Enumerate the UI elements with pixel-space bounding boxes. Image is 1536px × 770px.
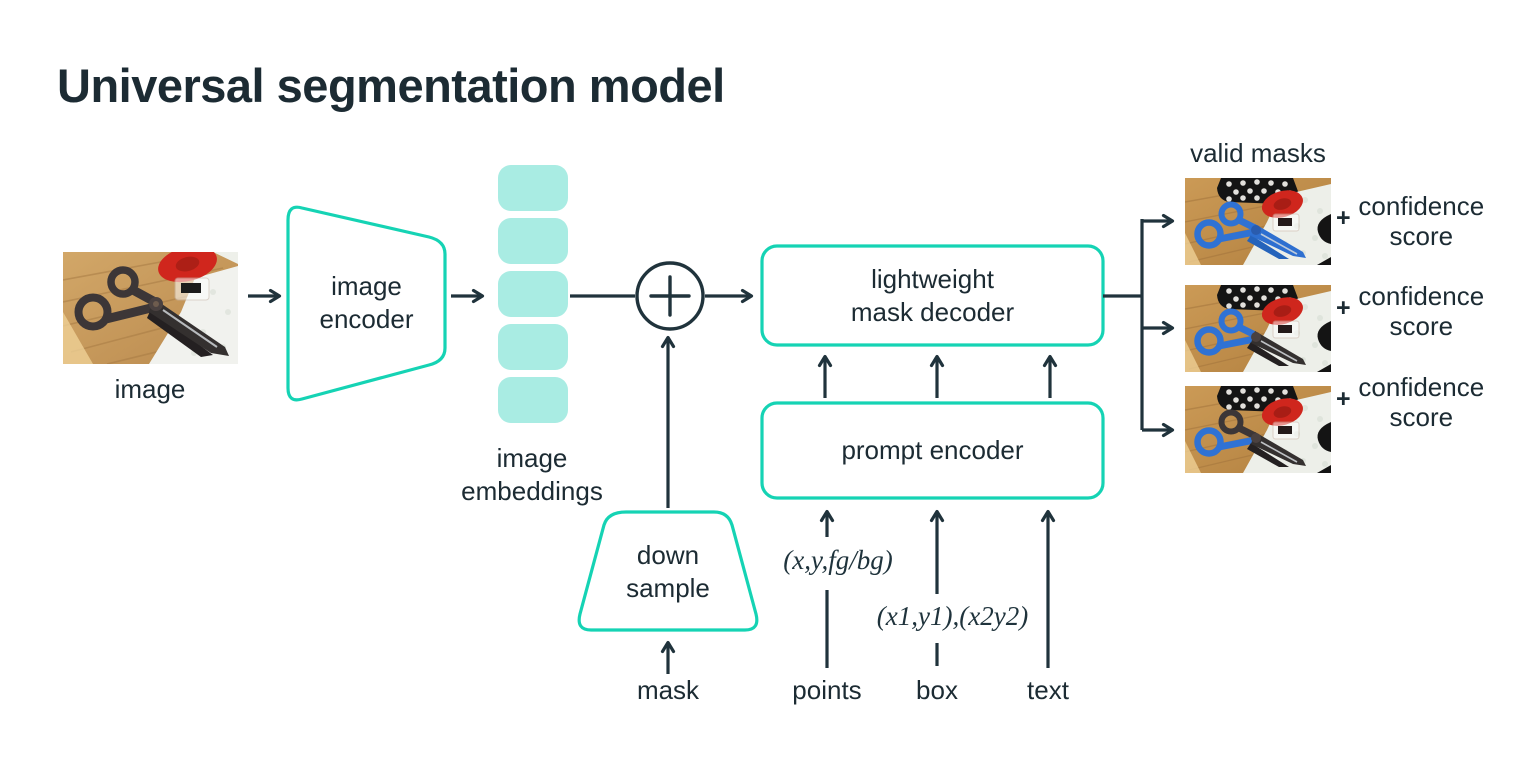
box-input-label: box [916,675,958,705]
image-embeddings-label: image embeddings [432,442,632,508]
image-encoder-label: image encoder [288,248,445,358]
image-embeddings-line2: embeddings [461,476,603,506]
plus-sign-3: + [1336,385,1351,413]
output-mask-image-1 [1185,178,1331,265]
prompt-encoder-shape [760,401,1105,500]
fabric-corner [213,252,238,264]
output-mask-image-2 [1185,285,1331,372]
embedding-block [498,165,568,211]
prompt-encoder-label: prompt encoder [762,403,1103,498]
image-embeddings-stack [498,165,568,430]
confidence-line2: score [1389,402,1454,432]
image-embeddings-line1: image [496,443,568,473]
red-tape [1261,190,1303,218]
mask-decoder-line2: mask decoder [850,296,1015,327]
plus-glyph-icon [649,275,691,317]
tape-dispenser [174,277,210,301]
confidence-line2: score [1389,311,1454,341]
downsample-line2: sample [626,573,710,603]
confidence-line1: confidence [1358,372,1485,402]
scissors-masked [1194,201,1306,259]
downsample-line1: down [636,540,700,570]
red-tape [1261,297,1303,325]
mask-input-label: mask [636,675,700,705]
light-streak [1185,233,1201,265]
embedding-block [498,218,568,264]
points-formula: (x,y,fg/bg) [783,545,893,575]
tape-dispenser [1272,213,1300,232]
box-formula: (x1,y1),(x2y2) [876,601,1029,631]
image-encoder-line2: encoder [319,304,414,334]
confidence-text-1: confidence score [1351,191,1492,251]
page-title: Universal segmentation model [57,59,725,112]
red-tape [158,252,217,283]
confidence-text-3: confidence score [1351,372,1492,432]
mask-decoder-label: lightweight mask decoder [762,246,1103,345]
input-image-label: image [114,374,186,404]
prompt-encoder-text: prompt encoder [841,435,1024,465]
downsample-shape [577,510,759,632]
confidence-line2: score [1389,221,1454,251]
scissors-masked [1194,409,1306,467]
points-input-label: points [792,675,862,705]
downsample-label: down sample [578,522,758,622]
confidence-line1: confidence [1358,281,1485,311]
embedding-block [498,377,568,423]
output-mask-image-3 [1185,386,1331,473]
tape-dispenser [1272,421,1300,440]
embedding-block [498,324,568,370]
light-streak [1185,441,1201,473]
image-encoder-line1: image [331,271,402,301]
image-encoder-shape [286,205,447,402]
plus-sign-2: + [1336,294,1351,322]
tape-dispenser [1272,320,1300,339]
light-streak [63,312,93,364]
confidence-score-1: + confidence score [1336,191,1492,251]
input-image [63,252,238,364]
confidence-score-3: + confidence score [1336,372,1492,432]
confidence-text-2: confidence score [1351,281,1492,341]
red-tape [1261,398,1303,426]
embedding-block [498,271,568,317]
scissors-dark [74,266,229,357]
text-input-label: text [1027,675,1069,705]
confidence-line1: confidence [1358,191,1485,221]
confidence-score-2: + confidence score [1336,281,1492,341]
plus-sign-1: + [1336,204,1351,232]
scissors-masked [1194,308,1306,366]
mask-decoder-line1: lightweight [871,263,994,294]
light-streak [1185,340,1201,372]
valid-masks-label: valid masks [1190,138,1326,168]
